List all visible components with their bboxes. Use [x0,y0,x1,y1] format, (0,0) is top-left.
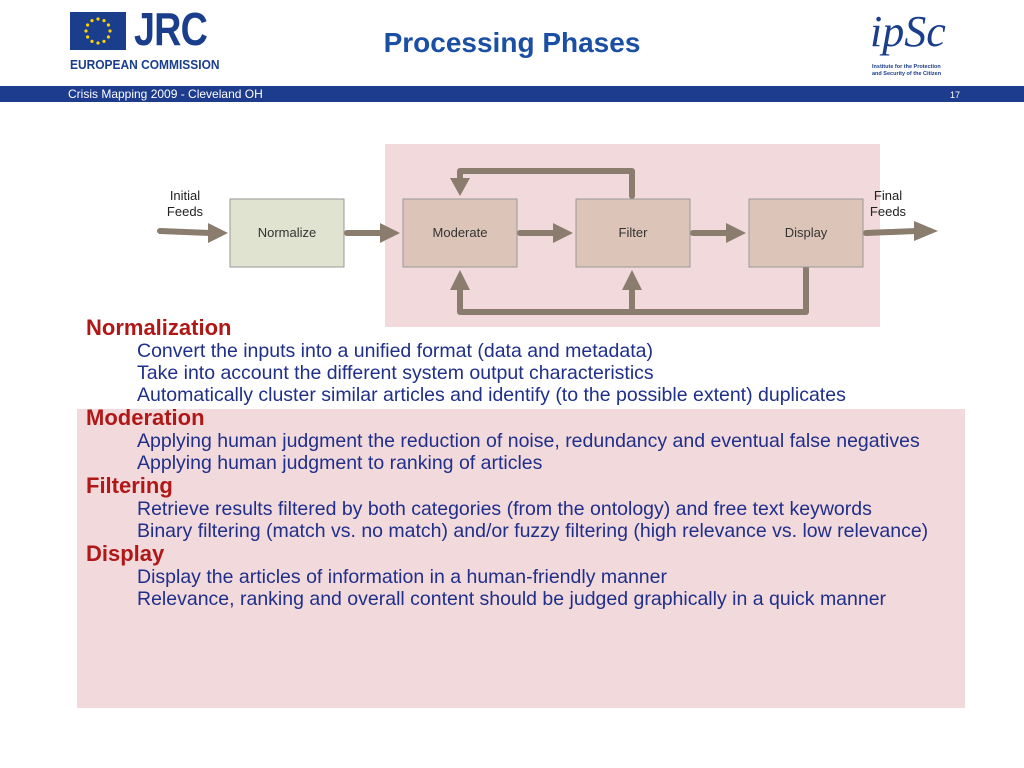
ipsc-subtitle-line-1: Institute for the Protection [872,64,941,70]
bullet-item: Applying human judgment to ranking of ar… [137,452,543,474]
node-display: Display [748,198,864,268]
output-label-line-1: Final [874,188,902,203]
node-moderate: Moderate [402,198,518,268]
event-label: Crisis Mapping 2009 - Cleveland OH [68,87,263,101]
arrowhead-icon [726,223,746,243]
header-band [0,86,1024,102]
slide-title: Processing Phases [383,27,641,58]
node-label: Filter [619,225,649,240]
input-line [157,228,213,236]
feedback-lines [157,168,919,315]
eu-flag-icon [70,12,126,50]
jrc-logo-text: JRC [134,3,208,55]
bullet-item: Automatically cluster similar articles a… [137,384,846,406]
arrowhead-icon [450,178,470,196]
output-label-line-2: Feeds [870,204,907,219]
phase-descriptions: Normalization Convert the inputs into a … [86,315,986,611]
ipsc-logo: ipSc [870,4,970,64]
node-box [748,198,864,268]
arrowhead-icon [914,221,938,241]
bullet-item: Retrieve results filtered by both catego… [137,498,872,520]
bullet-item: Take into account the different system o… [137,362,654,384]
european-commission-text: EUROPEAN COMMISSION [70,57,220,72]
output-line [863,228,919,236]
slide-number: 17 [949,90,960,100]
ipsc-subtitle: Institute for the Protection and Securit… [872,64,982,78]
bullet-item: Applying human judgment the reduction of… [137,430,920,452]
node-box [575,198,691,268]
node-label: Moderate [433,225,488,240]
bullet-item: Display the articles of information in a… [137,566,667,588]
section-title: Normalization [86,315,232,340]
node-box [229,198,345,268]
section-title: Display [86,541,165,566]
section-filtering: Filtering Retrieve results filtered by b… [86,473,986,543]
arrowhead-icon [450,270,470,290]
section-normalization: Normalization Convert the inputs into a … [86,315,986,407]
ipsc-subtitle-line-2: and Security of the Citizen [872,71,942,77]
ipsc-logo-text: ipSc [870,7,946,56]
section-title: Filtering [86,473,173,498]
arrowhead-icon [208,223,228,243]
section-moderation: Moderation Applying human judgment the r… [86,405,986,475]
arrowhead-icon [622,270,642,290]
arrowhead-icon [380,223,400,243]
node-filter: Filter [575,198,691,268]
bullet-item: Convert the inputs into a unified format… [137,340,653,362]
bullet-item: Binary filtering (match vs. no match) an… [137,520,929,542]
arrowheads [208,178,938,290]
node-normalize: Normalize [229,198,345,268]
node-box [402,198,518,268]
input-label-line-2: Feeds [167,204,204,219]
input-label-line-1: Initial [170,188,200,203]
arrowhead-icon [553,223,573,243]
section-title: Moderation [86,405,205,430]
section-display: Display Display the articles of informat… [86,541,986,611]
node-label: Display [785,225,828,240]
top-feedback-line [457,168,635,199]
node-label: Normalize [258,225,317,240]
bullet-item: Relevance, ranking and overall content s… [137,588,887,610]
content-highlight [77,409,965,708]
